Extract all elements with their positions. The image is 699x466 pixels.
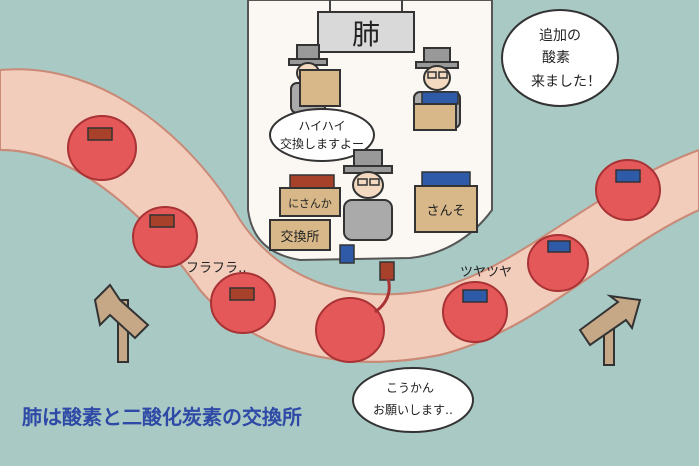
caption: 肺は酸素と二酸化炭素の交換所 — [22, 405, 302, 429]
exchange-sign-label: 交換所 — [280, 229, 319, 245]
co2-box-top — [299, 69, 341, 107]
oxygen-arrived-line-3: 来ました！ — [531, 74, 601, 90]
wobble-label: フラフラ‥ — [186, 261, 247, 276]
red-blood-cell-icon — [527, 234, 589, 292]
oxygen-arrived-line-2: 酸素 — [542, 50, 570, 66]
co2-card-pile — [289, 174, 335, 190]
o2-card-stack — [421, 91, 459, 105]
co2-box-label: にさんか — [288, 197, 332, 210]
o2-box-label: さんそ — [426, 204, 465, 219]
o2-box — [414, 185, 478, 233]
o2-box-carried — [413, 103, 457, 131]
co2-box — [279, 187, 341, 217]
red-blood-cell-icon — [315, 297, 385, 363]
lung-sign — [317, 11, 415, 53]
worker-speech-line-1: ハイハイ — [298, 119, 345, 133]
co2-card-hand — [379, 261, 395, 281]
oxygen-arrived-line-1: 追加の — [539, 28, 581, 44]
red-blood-cell-icon — [210, 272, 276, 334]
request-line-1: こうかん — [386, 381, 434, 395]
worker-icon — [343, 149, 393, 241]
wooden-arrow-sign-icon — [578, 294, 642, 366]
cell-arm — [374, 277, 391, 314]
red-blood-cell-icon — [595, 159, 661, 221]
lung-sign-label: 肺 — [352, 18, 380, 51]
wooden-arrow-sign-icon — [93, 283, 150, 363]
request-line-2: お願いします‥ — [373, 403, 453, 417]
o2-card-hand — [339, 244, 355, 264]
oxygen-arrived-bubble — [501, 9, 619, 107]
shiny-label: ツヤツヤ — [460, 265, 512, 280]
red-blood-cell-icon — [442, 281, 508, 343]
red-blood-cell-icon — [132, 206, 198, 268]
request-bubble — [352, 367, 474, 433]
red-blood-cell-icon — [67, 115, 137, 181]
worker-speech-bubble — [269, 108, 375, 162]
worker-speech-line-2: 交換しますよー — [280, 136, 364, 151]
exchange-sign — [269, 219, 331, 251]
